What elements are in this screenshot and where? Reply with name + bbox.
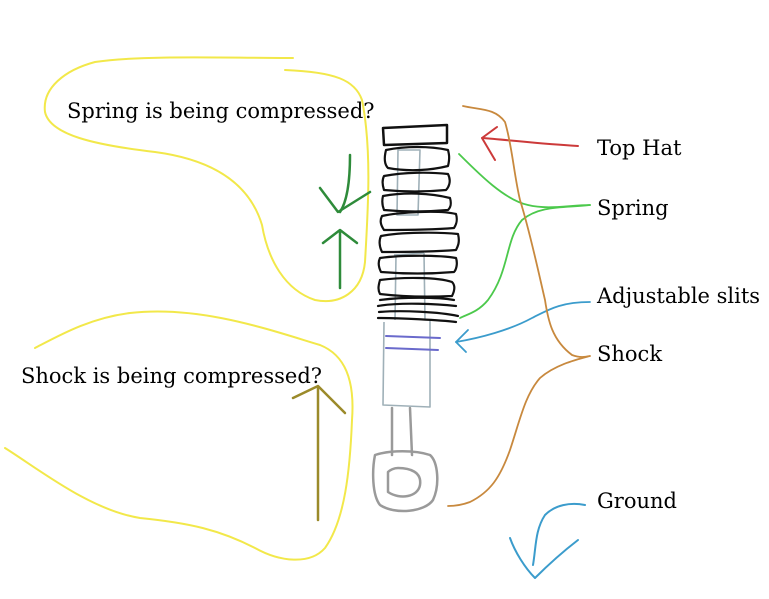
spring-pointer-lines <box>458 153 591 319</box>
spring-label: Spring <box>597 196 669 220</box>
spring-compression-arrows <box>318 153 372 290</box>
slits-pointer-arrow <box>455 301 591 353</box>
spring-question-outline <box>43 56 370 302</box>
shock-question-label: Shock is being compressed? <box>21 364 322 388</box>
shock-question-outline <box>4 310 354 561</box>
top-hat-plate <box>381 123 449 147</box>
adjustable-slit-marks <box>385 335 441 351</box>
spring-coils <box>376 145 460 324</box>
adjustable-slits-label: Adjustable slits <box>596 284 760 308</box>
shock-eye-mount <box>371 406 439 513</box>
shock-compression-arrow <box>291 384 347 522</box>
shock-label: Shock <box>597 342 662 366</box>
ground-arrow <box>509 502 586 579</box>
ground-label: Ground <box>597 489 677 513</box>
top-hat-pointer-arrow <box>481 126 579 161</box>
shock-bracket-line <box>447 105 591 507</box>
top-hat-label: Top Hat <box>597 136 682 160</box>
spring-question-label: Spring is being compressed? <box>67 99 375 123</box>
